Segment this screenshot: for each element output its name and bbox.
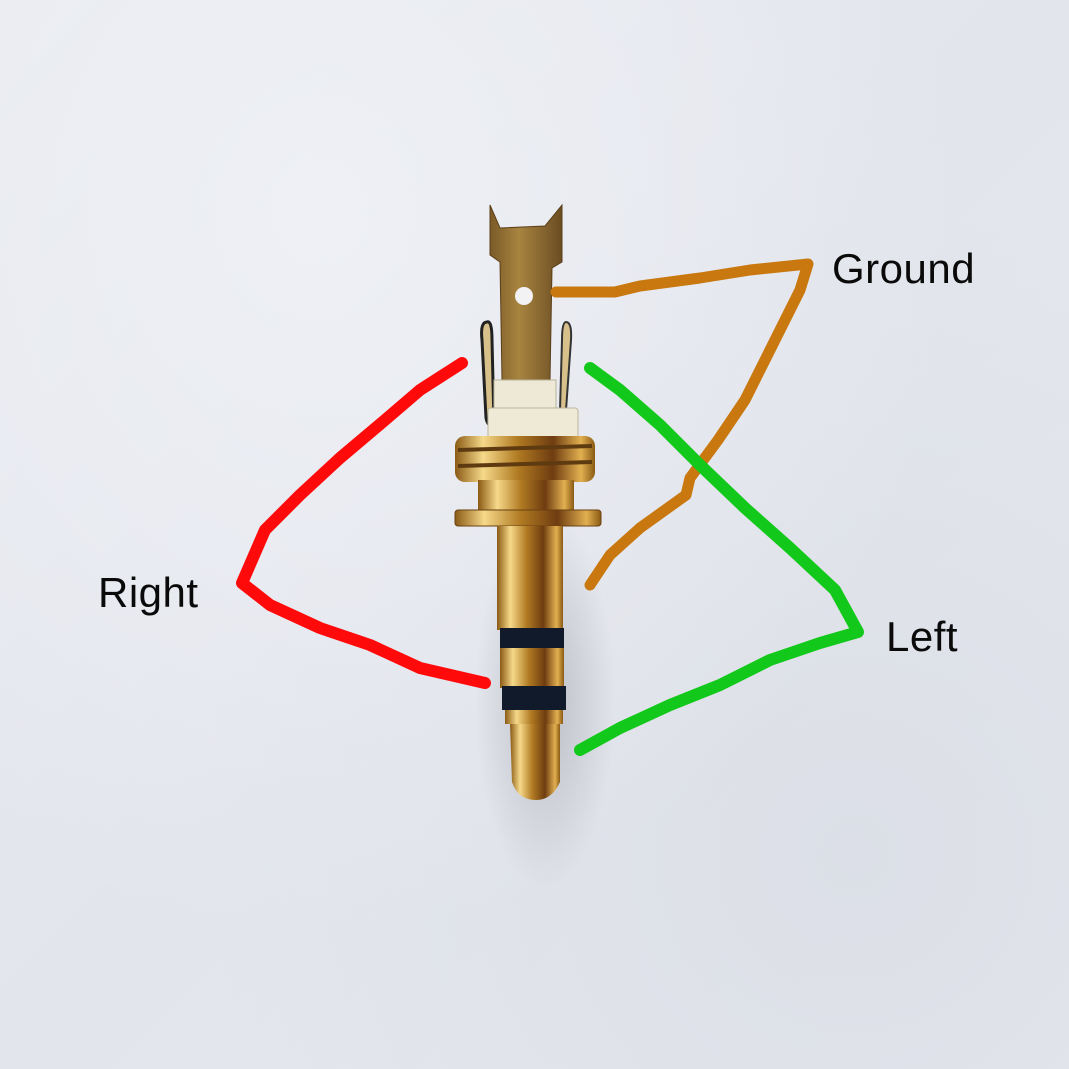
- threaded-body: [454, 436, 602, 527]
- left-wire: [574, 362, 864, 756]
- left-channel-pin: [558, 320, 573, 411]
- left-label: Left: [886, 613, 959, 660]
- right-label: Right: [98, 569, 199, 616]
- right-wire: [236, 357, 491, 689]
- plug-shaft: [497, 526, 566, 800]
- ground-label: Ground: [832, 245, 976, 292]
- insulator: [493, 379, 557, 411]
- ground-lug: [489, 203, 563, 381]
- insulator-base: [487, 407, 579, 439]
- ground-wire: [550, 258, 814, 591]
